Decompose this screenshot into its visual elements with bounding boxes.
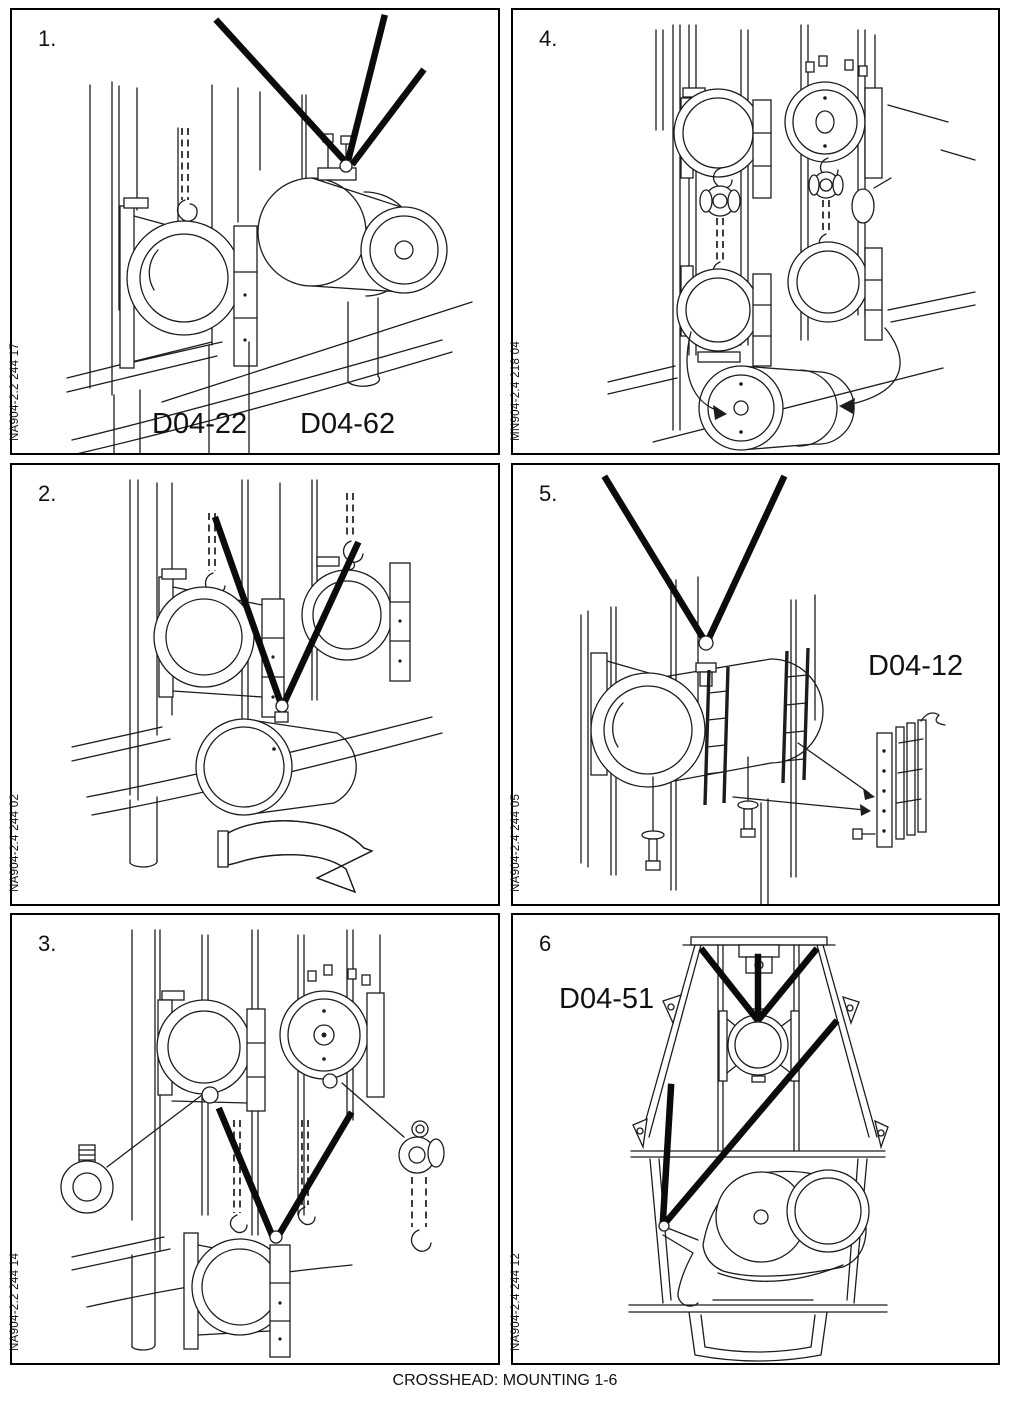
drawing-ref-code: MN904-2.4 218 04 xyxy=(510,340,522,441)
upper-left-crosshead xyxy=(156,990,266,1112)
lower-left-crosshead xyxy=(676,265,772,367)
drawing-ref-code: NA904-2.2 244 17 xyxy=(9,342,21,441)
frame-structure xyxy=(628,936,888,1362)
lower-crosshead xyxy=(183,1232,291,1358)
part-label-d04-12: D04-12 xyxy=(868,650,964,682)
guide-rails xyxy=(580,576,816,904)
lifting-slings xyxy=(659,946,840,1227)
mounting-bolts xyxy=(641,756,759,871)
shackle-icon xyxy=(269,1230,283,1244)
part-label-d04-62: D04-62 xyxy=(300,408,396,440)
crosshead-cylinder-lifting-drawing xyxy=(66,14,473,453)
drawing-ref-code: NA904-2.4 244 12 xyxy=(510,1252,522,1351)
lifting-slings xyxy=(211,515,362,706)
shackle-icon xyxy=(698,635,714,651)
balancer-cylinder-d04-62 xyxy=(257,133,448,297)
center-chains xyxy=(229,1120,316,1234)
shackle-icon xyxy=(274,699,289,723)
figure-panel-step-5: 5. D04-12 NA904-2.4 244 05 xyxy=(510,463,1000,906)
left-crosshead xyxy=(153,568,285,718)
step-number: 6 xyxy=(539,931,552,956)
lifting-slings xyxy=(213,14,427,167)
crosshead-assembly xyxy=(590,652,824,788)
drawing-ref-code: NA904-2.4 244 05 xyxy=(510,793,522,892)
step-number: 3. xyxy=(38,931,57,956)
chain-block-left xyxy=(699,167,741,281)
eyebolt xyxy=(60,1094,203,1214)
step-number: 2. xyxy=(38,481,57,506)
figure-panel-step-6: 6 D04-51 NA904-2.4 244 12 xyxy=(510,913,1000,1365)
lower-right-crosshead xyxy=(787,241,883,341)
drawing-ref-code: NA904-2.2 244 14 xyxy=(9,1252,21,1351)
cylinder-unit xyxy=(195,718,357,816)
upper-right-crosshead xyxy=(784,55,892,224)
guide-rails xyxy=(89,81,307,396)
crosshead-slipper-drawing xyxy=(580,474,946,904)
chain-hoist xyxy=(341,1082,445,1252)
page-caption: CROSSHEAD: MOUNTING 1-6 xyxy=(392,1372,618,1389)
motor-unit xyxy=(698,365,855,451)
figure-panel-step-4: 4. MN904-2.4 218 04 xyxy=(510,8,1000,455)
lifting-slings xyxy=(215,1106,355,1240)
lifting-slings xyxy=(601,474,788,643)
step-number: 4. xyxy=(539,26,558,51)
chain-block-right xyxy=(808,157,844,253)
figure-panel-step-2: 2. NA904-2.4 244 02 xyxy=(9,463,500,906)
crossheads-eyebolt-hoist-drawing xyxy=(60,929,445,1358)
chain-and-hook xyxy=(176,128,198,234)
part-label-d04-22: D04-22 xyxy=(152,408,248,440)
crank-machinery xyxy=(662,1169,870,1307)
crossheads-sling-cylinder-drawing xyxy=(71,479,443,894)
rotation-arrows xyxy=(686,327,901,420)
upper-right-crosshead xyxy=(279,964,385,1098)
right-crosshead xyxy=(301,556,411,682)
upper-left-crosshead xyxy=(673,87,772,199)
slipper-plate-d04-12 xyxy=(852,712,946,848)
step-number: 1. xyxy=(38,26,57,51)
shackle-icon xyxy=(339,159,353,173)
drawing-ref-code: NA904-2.4 244 02 xyxy=(9,793,21,892)
shackle-icon xyxy=(658,1220,670,1232)
figure-panel-step-1: 1. D04-22 D04-62 NA904-2.2 244 17 xyxy=(9,8,500,455)
figure-panel-step-3: 3. NA904-2.2 244 14 xyxy=(9,913,500,1365)
engine-frame-sling-drawing xyxy=(628,936,889,1362)
frame-brackets xyxy=(632,993,889,1150)
guide-shoe-ladders xyxy=(703,647,810,806)
crosshead-d04-22 xyxy=(119,197,258,453)
base-structure xyxy=(66,297,473,453)
rotation-arrow-icon xyxy=(217,820,374,894)
part-label-d04-51: D04-51 xyxy=(559,983,655,1015)
guide-rails xyxy=(607,24,976,443)
pointer-arrows xyxy=(732,742,875,816)
crossheads-chain-blocks-drawing xyxy=(607,24,976,451)
step-number: 5. xyxy=(539,481,558,506)
